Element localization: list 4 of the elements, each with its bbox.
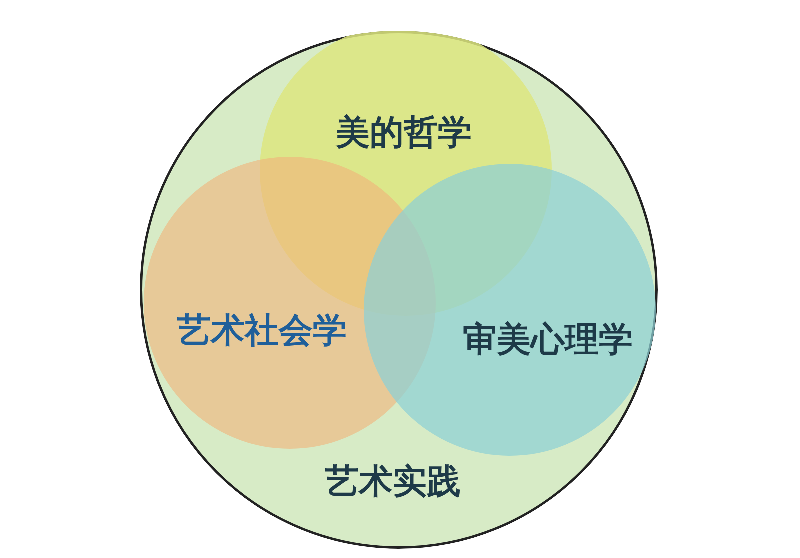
circle-label: 艺术社会学 (177, 314, 347, 348)
circle-label: 艺术实践 (325, 465, 461, 499)
circle-label: 美的哲学 (336, 116, 472, 150)
circle-label: 审美心理学 (463, 323, 633, 357)
